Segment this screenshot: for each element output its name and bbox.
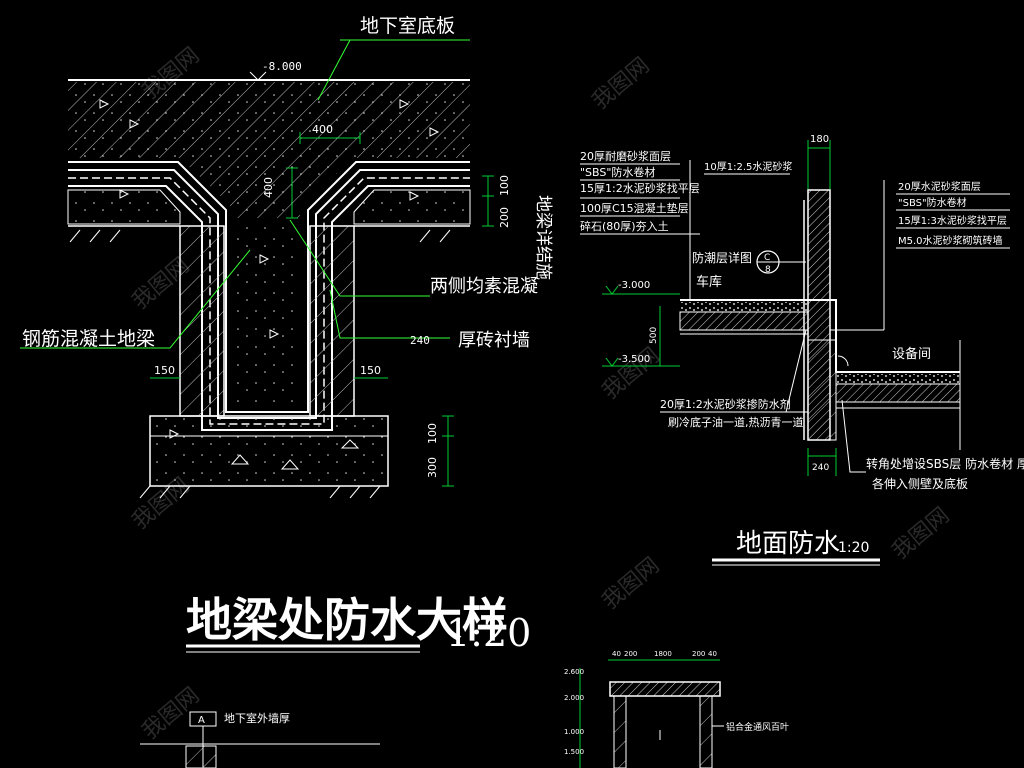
dim-150-left: 150 (154, 364, 175, 377)
garage-screed (680, 302, 808, 312)
dim-300: 300 (426, 457, 439, 478)
right-layer-3: 15厚1:3水泥砂浆找平层 (898, 214, 1007, 227)
note-a-leader (785, 329, 807, 413)
label-brick-thickness: 240 (410, 334, 430, 347)
base-concrete (149, 415, 389, 487)
dim-240-lines (807, 448, 837, 476)
right-layer-2: "SBS"防水卷材 (898, 196, 967, 209)
dim-200: 200 (498, 207, 511, 228)
leader-lines (20, 39, 470, 349)
label-plain-concrete: 两侧均素混凝 (430, 276, 538, 297)
dim-100-bottom: 100 (426, 423, 439, 444)
dim-150-right: 150 (360, 364, 381, 377)
top-note: 10厚1:2.5水泥砂浆 (704, 160, 792, 173)
garage-slab (679, 311, 809, 331)
elevation-marker (249, 71, 267, 81)
bottom-dim-lines (579, 659, 720, 768)
elev-bottom-2: 2.000 (564, 694, 584, 702)
dim-bottom-3: 200 (692, 650, 705, 658)
label-brick-wall: 厚砖衬墙 (458, 330, 530, 351)
watermark-text: 我图网 (598, 553, 665, 615)
watermark-text: 我图网 (888, 503, 955, 565)
brick-wall-right (309, 225, 355, 417)
dim-bottom-2: 1800 (654, 650, 672, 658)
cushion-right (353, 189, 471, 225)
label-vent-louver: 铝合金通风百叶 (726, 721, 789, 733)
equipment-room-label: 设备间 (892, 346, 931, 362)
equipment-screed (836, 374, 960, 384)
note-b-leader (841, 399, 866, 473)
grid-marker: A (198, 715, 205, 726)
elev-bottom-1: 2.600 (564, 668, 584, 676)
label-basement-slab: 地下室底板 (360, 15, 455, 37)
garage-label: 车库 (696, 274, 722, 290)
floor-waterproof-detail: 20厚耐磨砂浆面层 "SBS"防水卷材 15厚1:2水泥砂浆找平层 100厚C1… (580, 134, 1024, 566)
dim-bottom-0: 40 (612, 650, 621, 658)
right-layer-4: M5.0水泥砂浆砌筑砖墙 (898, 234, 1003, 247)
label-rc-beam: 钢筋混凝土地梁 (22, 328, 155, 350)
membrane-outer (68, 161, 470, 413)
equipment-slab (835, 383, 961, 403)
title-ground-beam: 地梁处防水大样 (186, 593, 508, 647)
note-a1: 20厚1:2水泥砂浆掺防水剂 (660, 397, 791, 411)
column-right (699, 695, 713, 768)
callout-den: 8 (765, 265, 771, 275)
ground-beam-detail: -8.000 (20, 15, 553, 655)
brick-wall-left (179, 225, 225, 417)
left-layer-rules (580, 163, 700, 235)
left-layer-notes: 20厚耐磨砂浆面层 "SBS"防水卷材 15厚1:2水泥砂浆找平层 100厚C1… (580, 149, 700, 300)
elevation-3000: -3.000 (618, 280, 650, 291)
column-left (613, 695, 627, 768)
slab-aggregate (68, 82, 470, 218)
callout-num: C (764, 253, 770, 263)
note-a2: 刷冷底子油一道,热沥青一道 (668, 415, 804, 429)
moisture-label: 防潮层详图 (692, 250, 752, 265)
left-layer-4: 100厚C15混凝土垫层 (580, 201, 689, 215)
watermark-text: 我图网 (138, 683, 205, 745)
step-wall (807, 339, 837, 441)
label-vertical-note: 地梁详结施 (533, 195, 553, 280)
dim-240: 240 (812, 463, 829, 473)
step-surface (808, 299, 960, 373)
right-layer-rules (830, 180, 1010, 331)
watermark-text: 我图网 (598, 343, 665, 405)
beam-core (234, 222, 300, 406)
elevation-marks (602, 285, 680, 367)
cushion-left (67, 189, 181, 225)
wall-section-stub (185, 745, 217, 768)
dim-bottom-1: 200 (624, 650, 637, 658)
dim-100-top: 100 (498, 175, 511, 196)
right-layer-1: 20厚水泥砂浆面层 (898, 180, 981, 193)
aggregate-triangles (99, 99, 440, 470)
elevation-top-label: -8.000 (262, 60, 302, 73)
right-layer-notes: 20厚水泥砂浆面层 "SBS"防水卷材 15厚1:3水泥砂浆找平层 M5.0水泥… (830, 180, 1010, 331)
elev-bottom-4: 1.500 (564, 748, 584, 756)
dim-500: 500 (649, 327, 659, 344)
note-b2: 各伸入侧壁及底板 (872, 476, 968, 491)
elevation-3500: -3.500 (618, 354, 650, 365)
title-floor-waterproof: 地面防水 (736, 529, 840, 559)
roof-slab (609, 681, 721, 697)
dim-180: 180 (810, 134, 829, 145)
scale-ground-beam: 1:20 (446, 611, 531, 655)
soil-hatching (69, 229, 451, 499)
dim-400-horizontal: 400 (312, 123, 333, 136)
corner-fillet (837, 355, 849, 367)
bottom-details: A 地下室外墙厚 40 200 1800 200 40 2.600 2.000 … (140, 650, 789, 768)
dimension-lines (150, 132, 494, 487)
left-layer-1: 20厚耐磨砂浆面层 (580, 149, 671, 163)
left-layer-3: 15厚1:2水泥砂浆找平层 (580, 181, 700, 195)
dim-bottom-4: 40 (708, 650, 717, 658)
elev-bottom-3: 1.000 (564, 728, 584, 736)
note-b1: 转角处增设SBS层 防水卷材 厚, (866, 456, 1024, 471)
left-layer-2: "SBS"防水卷材 (580, 165, 655, 179)
scale-floor-waterproof: 1:20 (838, 540, 869, 556)
dim-400-vertical: 400 (262, 177, 275, 198)
label-basement-wall: 地下室外墙厚 (224, 711, 290, 725)
left-layer-5: 碎石(80厚)夯入土 (580, 219, 669, 233)
watermark-text: 我图网 (588, 53, 655, 115)
